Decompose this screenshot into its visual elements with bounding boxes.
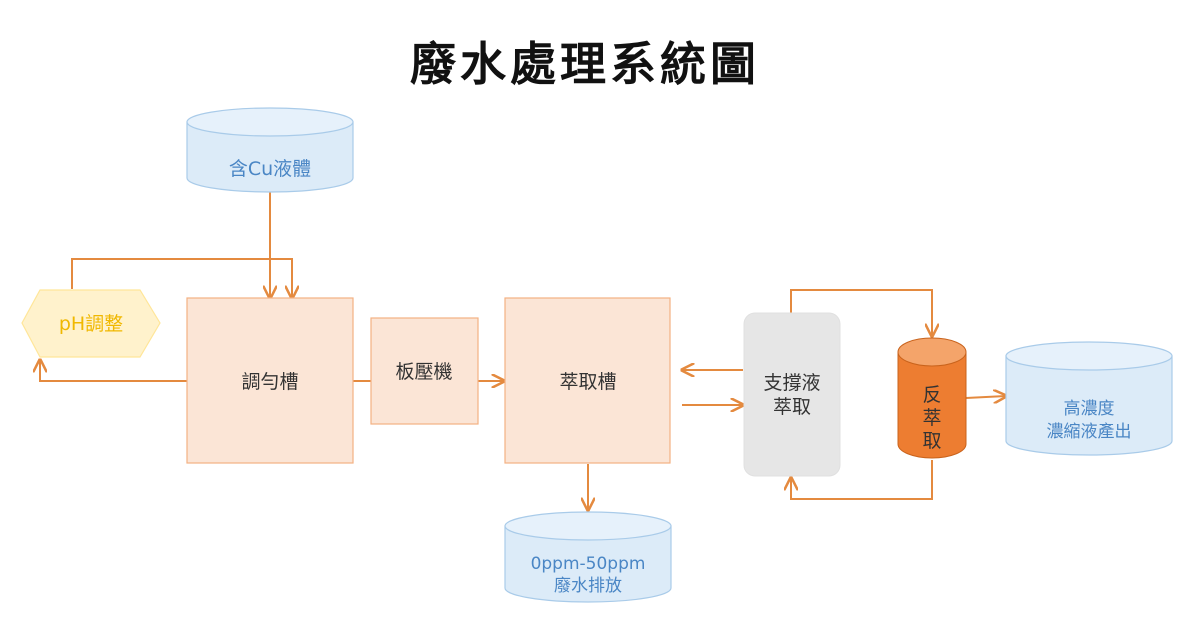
support-extraction-label-line1: 支撐液 [763, 372, 820, 394]
output-label-line1: 高濃度 [1064, 399, 1115, 419]
back-extraction-label-line3: 取 [922, 430, 941, 452]
mix-tank-label: 調勻槽 [241, 371, 298, 393]
cu-liquid-label: 含Cu液體 [229, 158, 311, 180]
arrow-ph-to-mix [71, 258, 292, 298]
arrow-back-to-output [965, 396, 1006, 398]
back-extraction-cylinder: 反 萃 取 [897, 337, 967, 459]
support-extraction-label-line2: 萃取 [773, 396, 811, 418]
discharge-label-line2: 廢水排放 [554, 576, 622, 596]
extraction-tank-box: 萃取槽 [504, 297, 671, 464]
back-extraction-label-line1: 反 [922, 384, 941, 406]
ph-adjust-hexagon: pH調整 [21, 289, 161, 358]
mix-tank-box: 調勻槽 [186, 297, 354, 464]
support-extraction-box: 支撐液 萃取 [743, 312, 841, 477]
arrow-back-to-support [791, 460, 933, 500]
arrow-support-to-back [790, 289, 932, 336]
ph-adjust-label: pH調整 [59, 313, 123, 335]
output-label-line2: 濃縮液產出 [1047, 422, 1132, 442]
extraction-tank-label: 萃取槽 [559, 371, 616, 393]
cu-liquid-cylinder: 含Cu液體 [186, 107, 354, 193]
filter-press-box: 板壓機 [370, 317, 479, 425]
arrow-mix-to-ph [40, 360, 187, 382]
filter-press-label: 板壓機 [395, 361, 452, 383]
discharge-cylinder: 0ppm-50ppm 廢水排放 [504, 511, 672, 603]
high-concentration-output-cylinder: 高濃度 濃縮液產出 [1005, 341, 1173, 456]
discharge-label-line1: 0ppm-50ppm [531, 554, 646, 574]
diagram-title: 廢水處理系統圖 [410, 37, 760, 91]
back-extraction-label-line2: 萃 [922, 407, 941, 429]
